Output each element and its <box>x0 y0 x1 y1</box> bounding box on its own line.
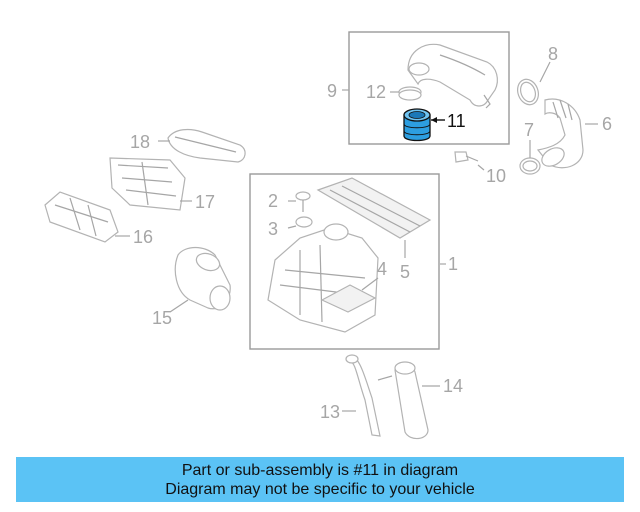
group-box-center <box>249 173 440 350</box>
banner-line-2: Diagram may not be specific to your vehi… <box>165 481 475 498</box>
label-part-6: 6 <box>602 114 612 134</box>
label-part-9: 9 <box>327 81 337 101</box>
label-part-12: 12 <box>366 82 386 102</box>
label-part-13: 13 <box>320 402 340 422</box>
label-part-4: 4 <box>377 259 387 279</box>
grommet-part-3[interactable] <box>295 216 313 228</box>
filter-element-part-5[interactable] <box>316 177 432 239</box>
screw-part-2[interactable] <box>295 191 311 212</box>
label-part-10: 10 <box>486 166 506 186</box>
duct-part-17[interactable] <box>109 157 186 211</box>
label-part-14: 14 <box>443 376 463 396</box>
cover-part-18[interactable] <box>167 128 246 163</box>
hose-part-14[interactable] <box>377 361 429 440</box>
breather-hose-part-13[interactable] <box>345 354 381 437</box>
air-cleaner-housing-part-1[interactable] <box>267 223 379 333</box>
label-part-7: 7 <box>524 120 534 140</box>
banner-line-1: Part or sub-assembly is #11 in diagram <box>181 462 459 479</box>
duct-part-16[interactable] <box>44 191 119 243</box>
label-part-17: 17 <box>195 192 215 212</box>
clamp-part-7[interactable] <box>519 157 541 175</box>
clamp-part-8[interactable] <box>514 76 542 107</box>
label-part-5: 5 <box>400 262 410 282</box>
label-part-11: 11 <box>447 111 466 131</box>
label-part-1: 1 <box>448 254 458 274</box>
label-part-18: 18 <box>130 132 150 152</box>
label-part-2: 2 <box>268 191 278 211</box>
label-part-16: 16 <box>133 227 153 247</box>
label-part-3: 3 <box>268 219 278 239</box>
bolt-part-10[interactable] <box>454 151 479 163</box>
label-part-8: 8 <box>548 44 558 64</box>
hose-part-15[interactable] <box>174 246 231 311</box>
seal-ring-part-12[interactable] <box>398 86 422 101</box>
hose-part-6[interactable] <box>536 98 584 170</box>
highlighted-sleeve-part-11[interactable] <box>403 108 431 142</box>
lid-part-4[interactable] <box>320 284 377 313</box>
parts-diagram: 1 2 3 4 5 6 7 8 9 10 11 12 13 14 15 16 1… <box>44 31 612 440</box>
label-part-15: 15 <box>152 308 172 328</box>
group-box-upper <box>348 31 510 145</box>
info-banner: Part or sub-assembly is #11 in diagram D… <box>16 457 624 502</box>
intake-tube-part-9[interactable] <box>407 43 498 109</box>
